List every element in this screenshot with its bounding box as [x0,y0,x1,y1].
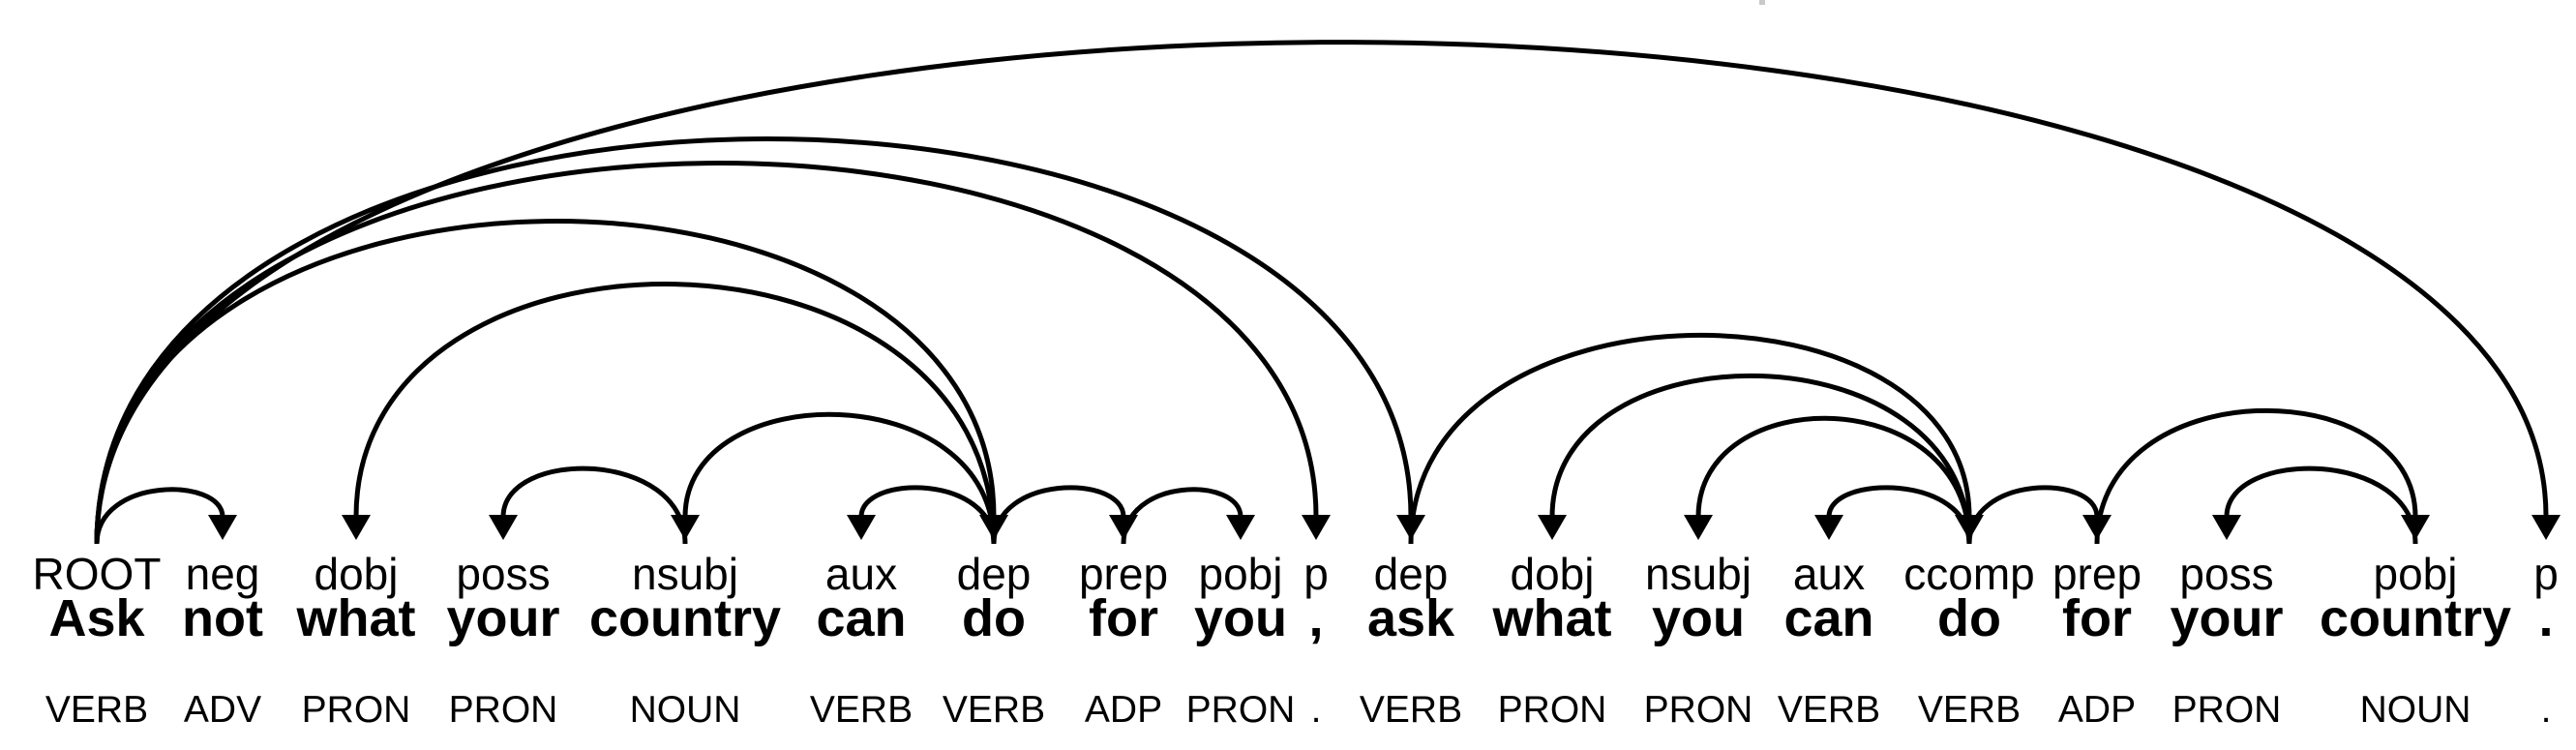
token-dep-label: nsubj [1645,549,1752,599]
token-word: your [446,589,560,647]
token-dep-label: ccomp [1903,549,2035,599]
token-dep-label: dobj [1510,549,1595,599]
token-dep-label: neg [185,549,260,599]
token-word: for [1089,589,1158,647]
dependency-arc-nsubj [1695,415,1972,545]
token-word: you [1193,589,1288,647]
token-dep-label: prep [2052,549,2142,599]
token-dep-label: pobj [1198,549,1283,599]
token-pos-tag: PRON [1643,689,1753,731]
token-word: . [2538,589,2554,647]
token-dep-label: poss [456,549,551,599]
dependency-arc-dobj [1549,374,1972,545]
artifact-tick [1759,0,1765,5]
token-pos-tag: PRON [448,689,558,731]
dependency-arc-ccomp [1408,333,1972,545]
dependency-arc-dobj [353,282,997,545]
token-word: for [2062,589,2132,647]
token-dep-label: p [2533,549,2559,599]
token-word: not [182,589,263,647]
dependency-arc-pobj [1121,487,1243,545]
arrowhead-icon [1684,515,1713,540]
dependency-arc-neg [94,487,225,545]
arrowhead-icon [1538,515,1567,540]
arrowhead-icon [671,515,700,540]
token-word: what [1492,589,1612,647]
token-dep-label: poss [2179,549,2274,599]
arrowhead-icon [1302,515,1331,540]
token-pos-tag: PRON [1185,689,1296,731]
token-dep-label: dep [956,549,1032,599]
arrowhead-icon [847,515,876,540]
token-dep-label: aux [824,549,898,599]
arrowhead-icon [2401,515,2430,540]
token-dep-label: ROOT [32,549,162,599]
token-pos-tag: NOUN [629,689,741,731]
dependency-arc-poss [2224,465,2418,545]
token-dep-label: p [1303,549,1329,599]
token-pos-tag: PRON [1497,689,1607,731]
token-word: do [1937,589,2001,647]
token-dep-label: pobj [2373,549,2458,599]
arrowhead-icon [489,515,518,540]
token-word: Ask [48,589,145,647]
token-dep-label: dep [1373,549,1449,599]
arrowhead-icon [2531,515,2561,540]
token-pos-tag: PRON [301,689,411,731]
dependency-arc-p [94,40,2549,545]
dependency-arc-nsubj [682,411,997,545]
token-pos-tag: NOUN [2359,689,2471,731]
token-word: can [1783,589,1874,647]
dependency-arc-dep [94,219,997,545]
token-pos-tag: VERB [809,689,914,731]
token-word: can [816,589,907,647]
dependency-arc-prep [991,485,1126,545]
token-dep-label: prep [1078,549,1169,599]
arrowhead-icon [1226,515,1255,540]
token-word: you [1651,589,1746,647]
dependency-arc-p [94,161,1319,545]
token-word: ask [1366,589,1455,647]
arrowhead-icon [2212,515,2241,540]
dependency-arc-aux [1826,485,1972,545]
dependency-arc-pobj [2094,407,2418,545]
token-pos-tag: ADV [183,689,262,731]
token-word: country [2319,589,2512,647]
token-pos-tag: . [1310,689,1322,731]
dependency-arc-aux [858,485,997,545]
dependency-arc-dep [94,136,1414,545]
dependency-arc-poss [500,465,688,545]
arrowhead-icon [342,515,371,540]
token-dep-label: aux [1792,549,1866,599]
token-dep-label: dobj [314,549,399,599]
arrowhead-icon [208,515,237,540]
token-pos-tag: VERB [942,689,1046,731]
token-word: , [1308,589,1324,647]
dependency-arc-prep [1966,485,2100,545]
token-word: what [296,589,416,647]
token-pos-tag: VERB [1359,689,1463,731]
token-pos-tag: . [2540,689,2552,731]
token-dep-label: nsubj [632,549,738,599]
token-pos-tag: VERB [45,689,149,731]
token-pos-tag: ADP [2057,689,2137,731]
token-pos-tag: VERB [1777,689,1881,731]
token-pos-tag: PRON [2172,689,2282,731]
token-word: do [962,589,1026,647]
arrowhead-icon [1814,515,1843,540]
token-pos-tag: ADP [1084,689,1163,731]
token-word: country [588,589,782,647]
token-word: your [2170,589,2284,647]
token-pos-tag: VERB [1917,689,2022,731]
